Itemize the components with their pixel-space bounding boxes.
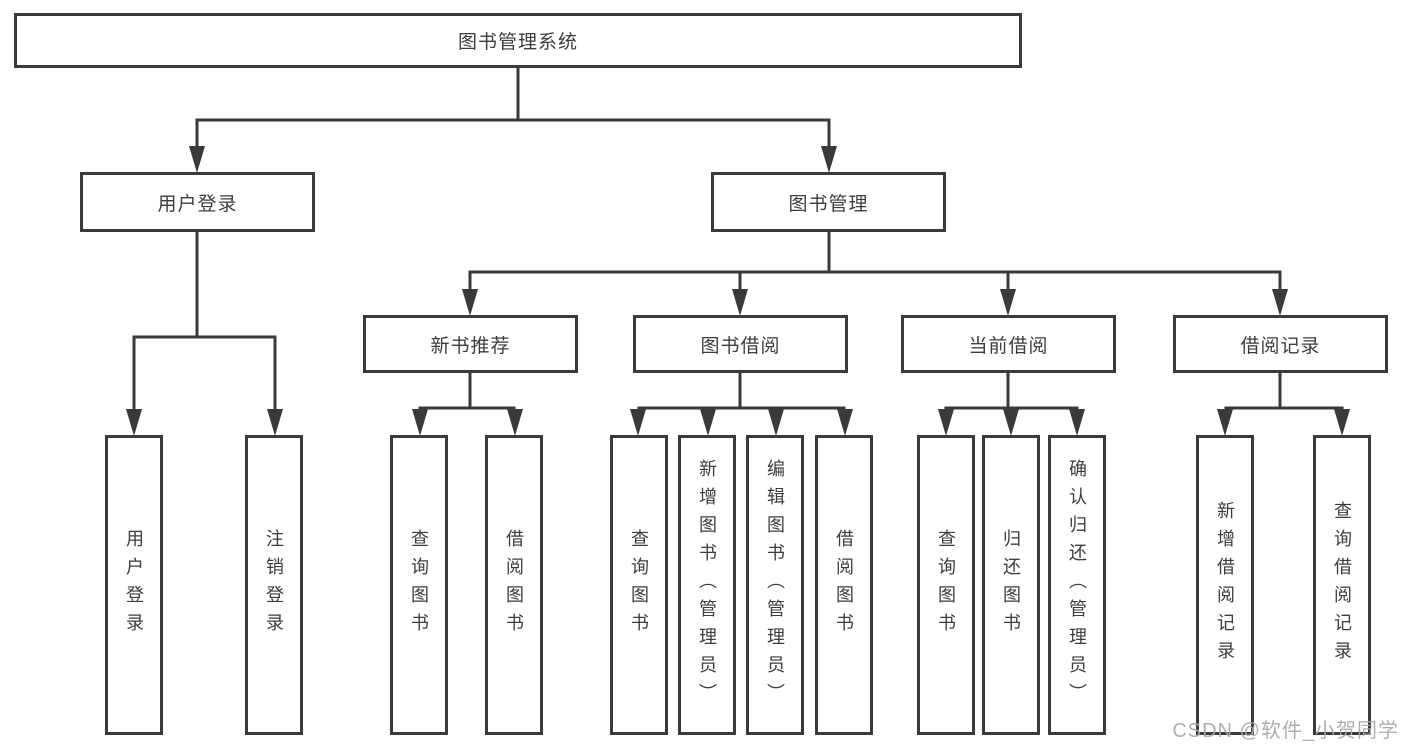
leaf-label: 注销登录 [264,529,284,641]
leaf-logout: 注销登录 [245,435,303,735]
leaf-label: 借阅图书 [834,529,854,641]
leaf-label: 借阅图书 [504,529,524,641]
leaf-label: 编辑图书（管理员） [765,459,785,711]
leaf-borrow-books-1: 借阅图书 [485,435,543,735]
node-label: 用户登录 [157,193,238,215]
leaf-label: 新增借阅记录 [1215,501,1235,669]
node-current-borrowing: 当前借阅 [901,315,1116,373]
node-system-root: 图书管理系统 [14,13,1022,68]
leaf-label: 确认归还（管理员） [1067,459,1087,711]
leaf-label: 查询图书 [409,529,429,641]
leaf-query-books-1: 查询图书 [390,435,448,735]
node-borrowing-records: 借阅记录 [1173,315,1388,373]
leaf-borrow-books-2: 借阅图书 [815,435,873,735]
leaf-label: 查询借阅记录 [1332,501,1352,669]
node-book-borrowing: 图书借阅 [633,315,848,373]
node-label: 图书借阅 [700,335,781,357]
connector-arrowheads [126,146,1350,436]
leaf-confirm-return-admin: 确认归还（管理员） [1048,435,1106,735]
node-user-login: 用户登录 [80,172,315,232]
leaf-return-books: 归还图书 [982,435,1040,735]
node-label: 图书管理 [788,193,869,215]
leaf-label: 新增图书（管理员） [697,459,717,711]
leaf-label: 用户登录 [124,529,144,641]
leaf-edit-books-admin: 编辑图书（管理员） [746,435,804,735]
leaf-label: 归还图书 [1001,529,1021,641]
leaf-query-borrow-record: 查询借阅记录 [1313,435,1371,735]
csdn-watermark: CSDN @软件_小贺同学 [1172,720,1399,742]
leaf-query-books-3: 查询图书 [917,435,975,735]
node-label: 新书推荐 [430,335,511,357]
node-label: 借阅记录 [1240,335,1321,357]
node-book-management: 图书管理 [711,172,946,232]
leaf-label: 查询图书 [936,529,956,641]
node-label: 当前借阅 [968,335,1049,357]
leaf-query-books-2: 查询图书 [610,435,668,735]
leaf-add-books-admin: 新增图书（管理员） [678,435,736,735]
node-new-book-recommend: 新书推荐 [363,315,578,373]
leaf-add-borrow-record: 新增借阅记录 [1196,435,1254,735]
connector-strokes [132,68,1344,412]
node-label: 图书管理系统 [457,32,578,53]
leaf-user-login: 用户登录 [105,435,163,735]
leaf-label: 查询图书 [629,529,649,641]
